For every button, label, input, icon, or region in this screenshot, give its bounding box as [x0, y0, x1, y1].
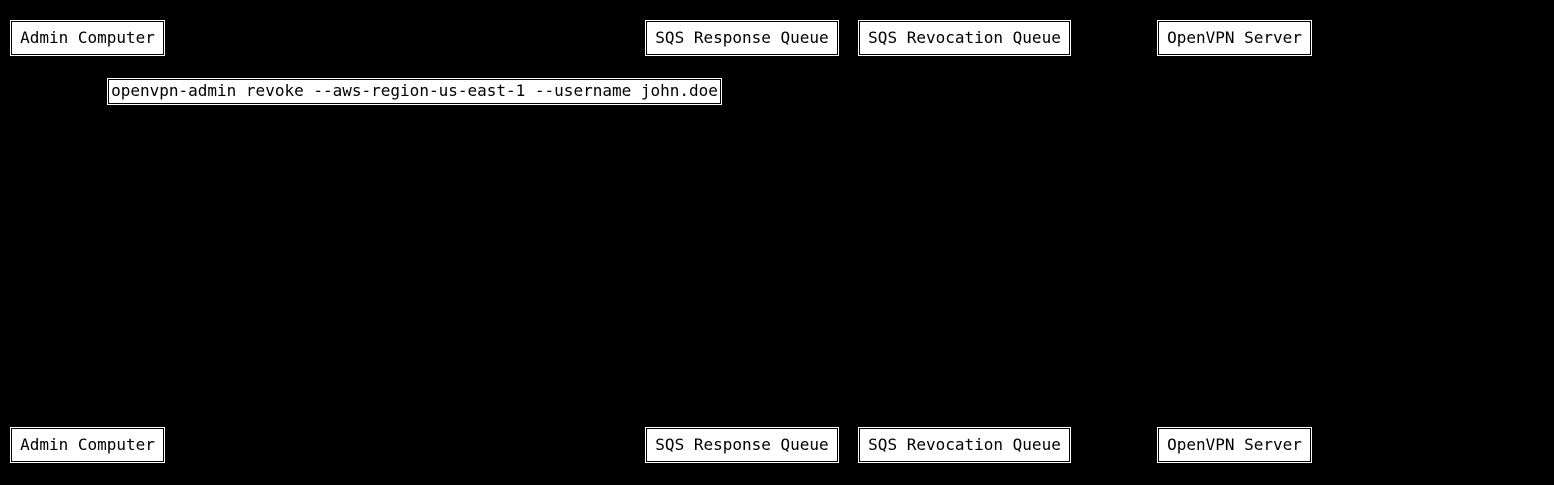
lifeline-admin-computer — [87, 56, 88, 428]
participant-bottom-sqs-revocation-queue: SQS Revocation Queue — [858, 427, 1071, 463]
participant-top-admin-computer: Admin Computer — [10, 20, 165, 56]
message-label-revoke-command: openvpn-admin revoke --aws-region-us-eas… — [107, 78, 722, 105]
lifeline-sqs-revocation-queue — [964, 56, 965, 428]
participant-top-sqs-response-queue: SQS Response Queue — [645, 20, 839, 56]
lifeline-sqs-response-queue — [742, 56, 743, 428]
lifeline-openvpn-server — [1234, 56, 1235, 428]
participant-bottom-openvpn-server: OpenVPN Server — [1157, 427, 1312, 463]
participant-top-sqs-revocation-queue: SQS Revocation Queue — [858, 20, 1071, 56]
participant-top-openvpn-server: OpenVPN Server — [1157, 20, 1312, 56]
participant-bottom-sqs-response-queue: SQS Response Queue — [645, 427, 839, 463]
participant-bottom-admin-computer: Admin Computer — [10, 427, 165, 463]
